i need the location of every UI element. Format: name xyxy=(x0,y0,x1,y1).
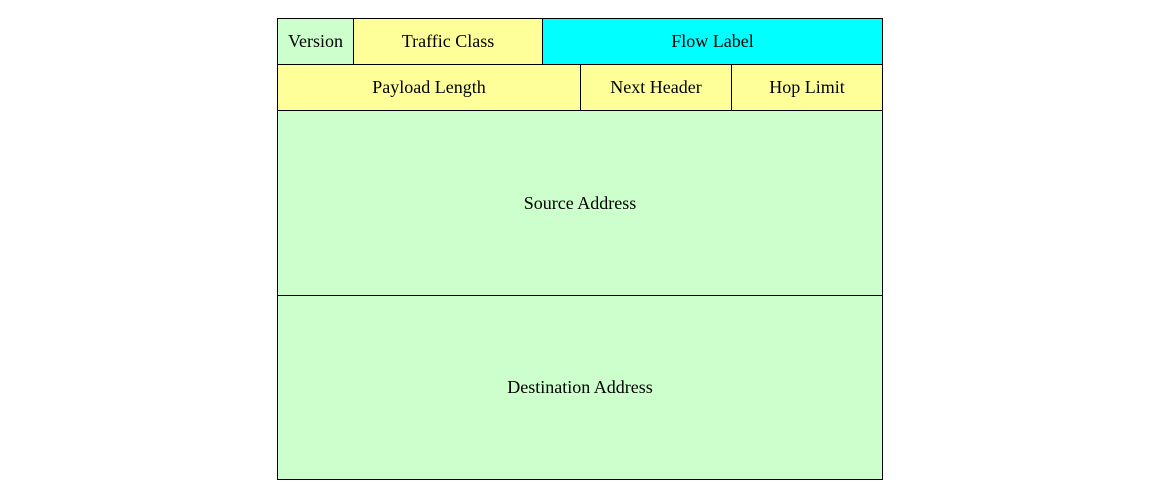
version-field: Version xyxy=(277,18,354,65)
traffic-class-field: Traffic Class xyxy=(353,18,543,65)
source-address-label: Source Address xyxy=(523,192,637,213)
destination-address-field: Destination Address xyxy=(277,295,883,480)
next-header-label: Next Header xyxy=(610,77,702,97)
payload-length-field: Payload Length xyxy=(277,64,581,111)
flow-label-field: Flow Label xyxy=(542,18,883,65)
hop-limit-field: Hop Limit xyxy=(731,64,883,111)
ipv6-header-diagram: Version Traffic Class Flow Label Payload… xyxy=(277,18,883,480)
version-label: Version xyxy=(288,31,343,51)
hop-limit-label: Hop Limit xyxy=(769,77,845,97)
payload-length-label: Payload Length xyxy=(372,77,486,97)
destination-address-label: Destination Address xyxy=(507,377,653,397)
next-header-field: Next Header xyxy=(580,64,732,111)
source-address-field: Source Address xyxy=(277,110,883,296)
traffic-class-label: Traffic Class xyxy=(401,31,495,51)
flow-label-label: Flow Label xyxy=(671,31,754,51)
